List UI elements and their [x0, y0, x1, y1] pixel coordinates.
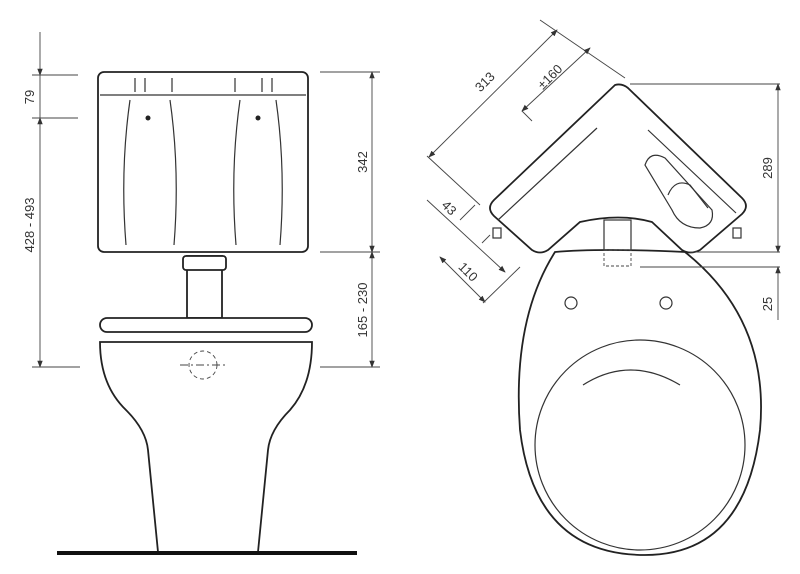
cistern-tank [97, 71, 309, 253]
dim-gap-label: 25 [760, 297, 775, 311]
dim-tank-side-label: 313 [472, 69, 498, 95]
dim-depth-large-label: 110 [456, 259, 481, 284]
dim-lid-label: 79 [22, 90, 37, 104]
dim-pipe-length-label: 165 - 230 [355, 283, 370, 338]
dim-total-height-label: 428 - 493 [22, 198, 37, 253]
bowl-outline [517, 249, 762, 556]
dim-depth-small-label: 43 [439, 197, 460, 218]
bowl-opening [534, 339, 746, 551]
toilet-bowl [99, 341, 313, 553]
corner-cistern [489, 83, 747, 254]
top-view: 313 ±160 43 110 289 25 [426, 19, 781, 556]
cistern-ribs [123, 78, 283, 246]
flush-button [644, 154, 714, 229]
dim-offset-label: ±160 [534, 61, 565, 92]
dim-tank-height-label: 342 [355, 151, 370, 173]
toilet-seat [99, 317, 313, 333]
dim-tank-depth-label: 289 [760, 157, 775, 179]
front-view: 79 428 - 493 342 165 - 230 [22, 32, 380, 555]
